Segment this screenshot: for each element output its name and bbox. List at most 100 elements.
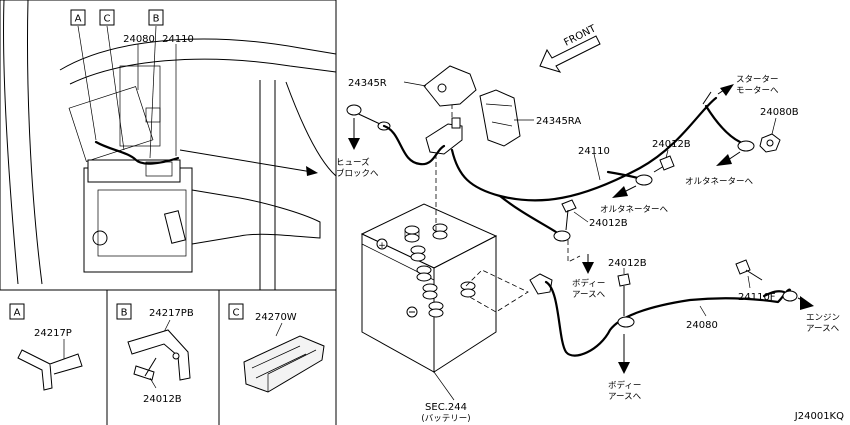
overview-cable — [94, 140, 180, 165]
alt-right-arrow-shaft — [727, 151, 741, 161]
key-box-b-label: B — [153, 14, 160, 25]
cable-fuse-to-terminal — [382, 124, 446, 166]
alt-right-lug — [737, 140, 755, 152]
clip-24270w-ribs — [251, 345, 317, 392]
positive-terminal-bolt — [451, 117, 461, 129]
note-body1-line2: アースへ — [572, 290, 606, 300]
cable-24080-engine-lug — [782, 290, 798, 302]
engine-pulley — [92, 230, 108, 246]
detail-b-part-label: 24217PB — [149, 308, 194, 319]
detail-box-b-label: B — [121, 308, 128, 319]
bolt-24110f-shank — [745, 269, 763, 281]
cable-alt-right — [704, 104, 742, 144]
overview-to-detail-line — [179, 149, 313, 173]
label-24012b-2: 24012B — [589, 218, 628, 229]
key-box-b — [148, 9, 164, 26]
detail-box-a — [9, 303, 25, 320]
overview-label-24080: 24080 — [123, 34, 155, 45]
label-24345r: 24345R — [348, 78, 387, 89]
detail-b-bolt-label: 24012B — [143, 394, 182, 405]
key-box-c — [99, 9, 115, 26]
diagram-code: J24001KQ — [794, 411, 844, 422]
note-fuse-line1: ヒューズ — [336, 157, 370, 168]
leader-24345r — [403, 81, 427, 87]
battery-outline — [68, 86, 154, 162]
label-sec244: SEC.244 — [425, 402, 467, 413]
hood-line-2 — [69, 58, 337, 85]
label-sec244-sub: (バッテリー) — [421, 414, 470, 424]
engine-block — [83, 167, 193, 273]
bolt-24012b-head — [133, 365, 155, 381]
alt-mid-lug — [635, 174, 653, 186]
engine-arrow-head — [800, 296, 814, 310]
leader-24012b-2 — [573, 211, 589, 223]
leader-24080b — [771, 117, 777, 135]
label-24012b-1: 24012B — [652, 139, 691, 150]
note-body2-line2: アースへ — [608, 392, 642, 402]
detail-a-part-label: 24217P — [34, 328, 72, 339]
nut-24080b-hole — [766, 139, 774, 147]
label-24012b-3: 24012B — [608, 258, 647, 269]
detail-c-leader — [275, 322, 283, 337]
note-fuse-line2: ブロックへ — [336, 168, 379, 179]
hood-line — [59, 38, 337, 71]
overview-label-24110: 24110 — [162, 34, 194, 45]
fuse-box-inner — [145, 107, 161, 123]
leader-24080 — [699, 305, 707, 317]
bolt-24110f-head — [735, 259, 751, 275]
cable-break-mark — [702, 91, 712, 105]
bolt-24012b-shank — [144, 357, 157, 377]
bolt-upper-head — [659, 155, 675, 171]
cable-24110-ground-lug — [553, 230, 571, 242]
fuse-block — [119, 65, 161, 147]
bracket-24217p-arm — [49, 353, 83, 375]
label-24110: 24110 — [578, 146, 610, 157]
note-alt-right: オルタネーターへ — [685, 177, 754, 187]
key-box-a — [70, 9, 86, 26]
fuse-arrow-head — [348, 138, 360, 150]
starter-arrow-head — [720, 84, 734, 96]
fender-inner-line — [27, 0, 43, 285]
label-24080: 24080 — [686, 320, 718, 331]
cable-24080-ground-lug — [617, 316, 635, 328]
body-curve — [285, 81, 337, 177]
detail-box-b — [116, 303, 132, 320]
strut — [259, 80, 276, 290]
terminal-cover-24345ra-ribs — [485, 103, 513, 127]
detail-panels: A 24217P B 24217PB 24012B C 24270W — [0, 0, 337, 425]
note-engine-line2: アースへ — [806, 324, 840, 334]
body2-arrow-head — [618, 362, 630, 374]
bracket-24217p — [17, 349, 53, 391]
positive-terminal-clamp — [425, 123, 463, 155]
bracket-24217pb — [127, 329, 191, 381]
label-24345ra: 24345RA — [536, 116, 581, 127]
leader-a — [77, 25, 97, 141]
terminal-cover-24345r-plus — [437, 83, 447, 93]
detail-b-bolt-leader — [149, 377, 157, 389]
label-24080b: 24080B — [760, 107, 799, 118]
note-starter-line2: モーターへ — [736, 86, 779, 96]
terminal-cover-24345r — [423, 65, 477, 107]
transmission — [191, 189, 321, 245]
engine-face — [97, 189, 187, 257]
terminal-cover-24345ra — [479, 89, 521, 147]
clip-24270w — [243, 335, 325, 393]
alt-mid-arrow-head — [612, 186, 628, 198]
fender-line — [3, 0, 19, 285]
battery-plus-post — [376, 238, 388, 250]
leader-c — [106, 25, 125, 151]
dash-neg-terminal — [465, 269, 529, 313]
engine-bracket — [163, 210, 187, 244]
detail-box-c-label: C — [233, 308, 240, 319]
overview-arrow-head — [306, 166, 318, 176]
note-engine-line1: エンジン — [806, 313, 840, 323]
leader-24012b-1 — [665, 149, 669, 159]
battery-leader — [433, 371, 455, 401]
engine-bay-overview: A C B 24080 24110 — [0, 0, 337, 291]
key-box-c-label: C — [104, 14, 111, 25]
battery-top-cover — [87, 159, 181, 183]
cable-24080-end — [762, 290, 786, 298]
leader-b — [149, 25, 157, 159]
note-starter-line1: スターター — [736, 75, 779, 85]
cable-24110-main — [450, 96, 718, 202]
